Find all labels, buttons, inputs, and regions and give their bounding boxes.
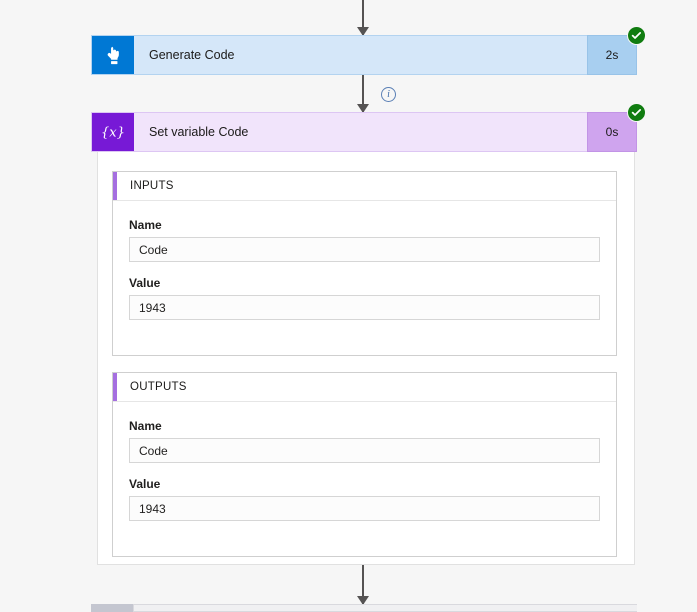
field-label-value: Value (129, 276, 161, 290)
action-card-set-variable-code[interactable]: {x} Set variable Code 0s (91, 103, 646, 152)
section-title: INPUTS (130, 180, 174, 192)
action-card-next-partial[interactable] (91, 604, 637, 612)
arrow-head-icon (357, 596, 369, 605)
next-card-body-placeholder (133, 604, 637, 612)
outputs-section-body: Name Code Value 1943 (113, 402, 616, 521)
outputs-section: OUTPUTS Name Code Value 1943 (112, 372, 617, 557)
outputs-section-header: OUTPUTS (113, 373, 616, 402)
action-card-body[interactable]: {x} Set variable Code (91, 112, 587, 152)
info-icon[interactable]: i (381, 87, 396, 102)
field-label-name: Name (129, 218, 162, 232)
field-value-value[interactable]: 1943 (129, 496, 600, 521)
status-badge-succeeded (627, 103, 646, 122)
svg-text:{x}: {x} (101, 126, 125, 141)
next-card-icon-placeholder (91, 604, 133, 612)
arrow-head-icon (357, 104, 369, 113)
variable-braces-icon: {x} (92, 113, 134, 151)
connector-into-trigger (357, 0, 369, 36)
arrow-head-icon (357, 27, 369, 36)
inputs-section-body: Name Code Value 1943 (113, 201, 616, 320)
field-value-value[interactable]: 1943 (129, 295, 600, 320)
status-badge-succeeded (627, 26, 646, 45)
action-card-generate-code[interactable]: Generate Code 2s (91, 26, 646, 75)
tap-hand-icon (92, 36, 134, 74)
action-card-title: Set variable Code (149, 125, 249, 139)
field-label-name: Name (129, 419, 162, 433)
action-card-body[interactable]: Generate Code (91, 35, 587, 75)
connector-setvar-to-next (357, 565, 369, 605)
inputs-section-header: INPUTS (113, 172, 616, 201)
field-label-value: Value (129, 477, 161, 491)
inputs-section: INPUTS Name Code Value 1943 (112, 171, 617, 356)
field-value-name[interactable]: Code (129, 237, 600, 262)
action-detail-panel: INPUTS Name Code Value 1943 OUTPUTS Name… (97, 152, 635, 565)
field-value-name[interactable]: Code (129, 438, 600, 463)
action-card-title: Generate Code (149, 48, 235, 62)
section-title: OUTPUTS (130, 381, 187, 393)
connector-trigger-to-setvar (357, 75, 369, 113)
